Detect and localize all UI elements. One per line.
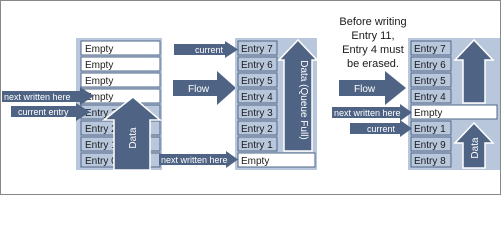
queue-2-entry-label: Entry 1 <box>241 140 273 151</box>
queue-2-entry: Entry 3 <box>237 104 278 120</box>
queue-1-entry-label: Empty <box>85 60 113 71</box>
queue-1-entry-label: Entry 0 <box>85 156 117 167</box>
queue-2-entry-label: Entry 6 <box>241 60 273 71</box>
note-line: Entry 11, <box>351 30 394 42</box>
queue-2-entry-label: Entry 3 <box>241 108 273 119</box>
queue-3-entry-label: Entry 7 <box>414 44 446 55</box>
queue-2-entry: Entry 2 <box>237 120 278 136</box>
fifo-queue-diagram: Empty Empty Empty Empty Entry 3 Entry 2 … <box>0 0 501 195</box>
flow-label-2: Flow <box>354 84 376 95</box>
queue-3-pointer-current: current <box>350 120 412 137</box>
queue-1-entry: Empty <box>80 56 161 72</box>
flow-arrow-1: Flow <box>173 71 236 105</box>
erase-note: Before writing Entry 11, Entry 4 must be… <box>339 16 406 70</box>
queue-2-entry-label: Entry 5 <box>241 76 273 87</box>
queue-3-data-label: Data <box>470 137 481 159</box>
queue-2-entry: Entry 7 <box>237 40 278 56</box>
queue-2-pointer-next: next written here <box>159 151 238 168</box>
queue-3-entry-label: Entry 1 <box>414 124 446 135</box>
flow-label-1: Flow <box>188 84 210 95</box>
queue-1-entry-label: Empty <box>85 92 113 103</box>
queue-3-entry-label: Entry 9 <box>414 140 446 151</box>
queue-3-entry: Entry 9 <box>410 136 452 152</box>
queue-2-entry: Entry 5 <box>237 72 278 88</box>
queue-3-entry: Entry 1 <box>410 120 452 136</box>
note-line: be erased. <box>347 58 399 70</box>
queue-3-entry: Entry 7 <box>410 40 452 56</box>
queue-3-entry: Entry 8 <box>410 152 452 168</box>
queue-1-current-label: current entry <box>18 107 69 117</box>
queue-3-entry: Entry 6 <box>410 56 452 72</box>
queue-2-data-label: Data (Queue Full) <box>298 60 309 139</box>
queue-2-data-arrow <box>277 38 319 152</box>
queue-3-entry-label: Entry 6 <box>414 60 446 71</box>
queue-3-entry-label: Entry 5 <box>414 76 446 87</box>
queue-1-entry-label: Entry 3 <box>85 108 117 119</box>
note-line: Entry 4 must <box>342 44 404 56</box>
queue-2-entry: Entry 1 <box>237 136 278 152</box>
queue-1-entry-label: Empty <box>85 44 113 55</box>
queue-2-current-label: current <box>195 45 224 55</box>
queue-2-entry-label: Entry 4 <box>241 92 273 103</box>
note-line: Before writing <box>339 16 406 28</box>
queue-3: Entry 7 Entry 6 Entry 5 Entry 4 Empty En… <box>408 38 500 170</box>
queue-2-pointer-current: current <box>174 41 238 58</box>
queue-2-entry-label: Empty <box>241 156 269 167</box>
queue-2-entry: Empty <box>237 152 316 168</box>
queue-2-entry: Entry 4 <box>237 88 278 104</box>
queue-1-data-label: Data <box>128 127 139 149</box>
queue-1-pointer-current: current entry <box>11 103 90 121</box>
queue-2-next-label: next written here <box>161 155 228 165</box>
queue-1-entry: Empty <box>80 40 161 56</box>
queue-3-data-arrow <box>453 121 495 169</box>
queue-2: Entry 7 Entry 6 Entry 5 Entry 4 Entry 3 … <box>235 38 319 170</box>
queue-1-next-label: next written here <box>4 92 71 102</box>
queue-3-entry: Entry 5 <box>410 72 452 88</box>
queue-3-pointer-next: next written here <box>332 104 412 121</box>
queue-2-entry: Entry 6 <box>237 56 278 72</box>
queue-1-data-arrow <box>101 96 163 171</box>
queue-3-entry-label: Entry 8 <box>414 156 446 167</box>
queue-3-current-label: current <box>367 124 396 134</box>
queue-1: Empty Empty Empty Empty Entry 3 Entry 2 … <box>76 38 163 171</box>
queue-1-entry: Empty <box>80 72 161 88</box>
queue-1-entry-label: Entry 1 <box>85 140 117 151</box>
queue-1-pointer-next: next written here <box>2 87 94 105</box>
queue-1-entry-label: Entry 2 <box>85 124 117 135</box>
queue-2-entry-label: Entry 7 <box>241 44 273 55</box>
queue-3-entry-label: Entry 4 <box>414 92 446 103</box>
queue-3-entry: Entry 4 <box>410 88 452 104</box>
queue-3-entry-label: Empty <box>414 108 442 119</box>
flow-arrow-2: Flow <box>339 71 406 105</box>
queue-3-upper-arrow <box>453 38 495 104</box>
queue-1-entry-label: Empty <box>85 76 113 87</box>
queue-2-entry-label: Entry 2 <box>241 124 273 135</box>
queue-3-entry: Empty <box>410 104 498 120</box>
queue-3-next-label: next written here <box>334 108 401 118</box>
